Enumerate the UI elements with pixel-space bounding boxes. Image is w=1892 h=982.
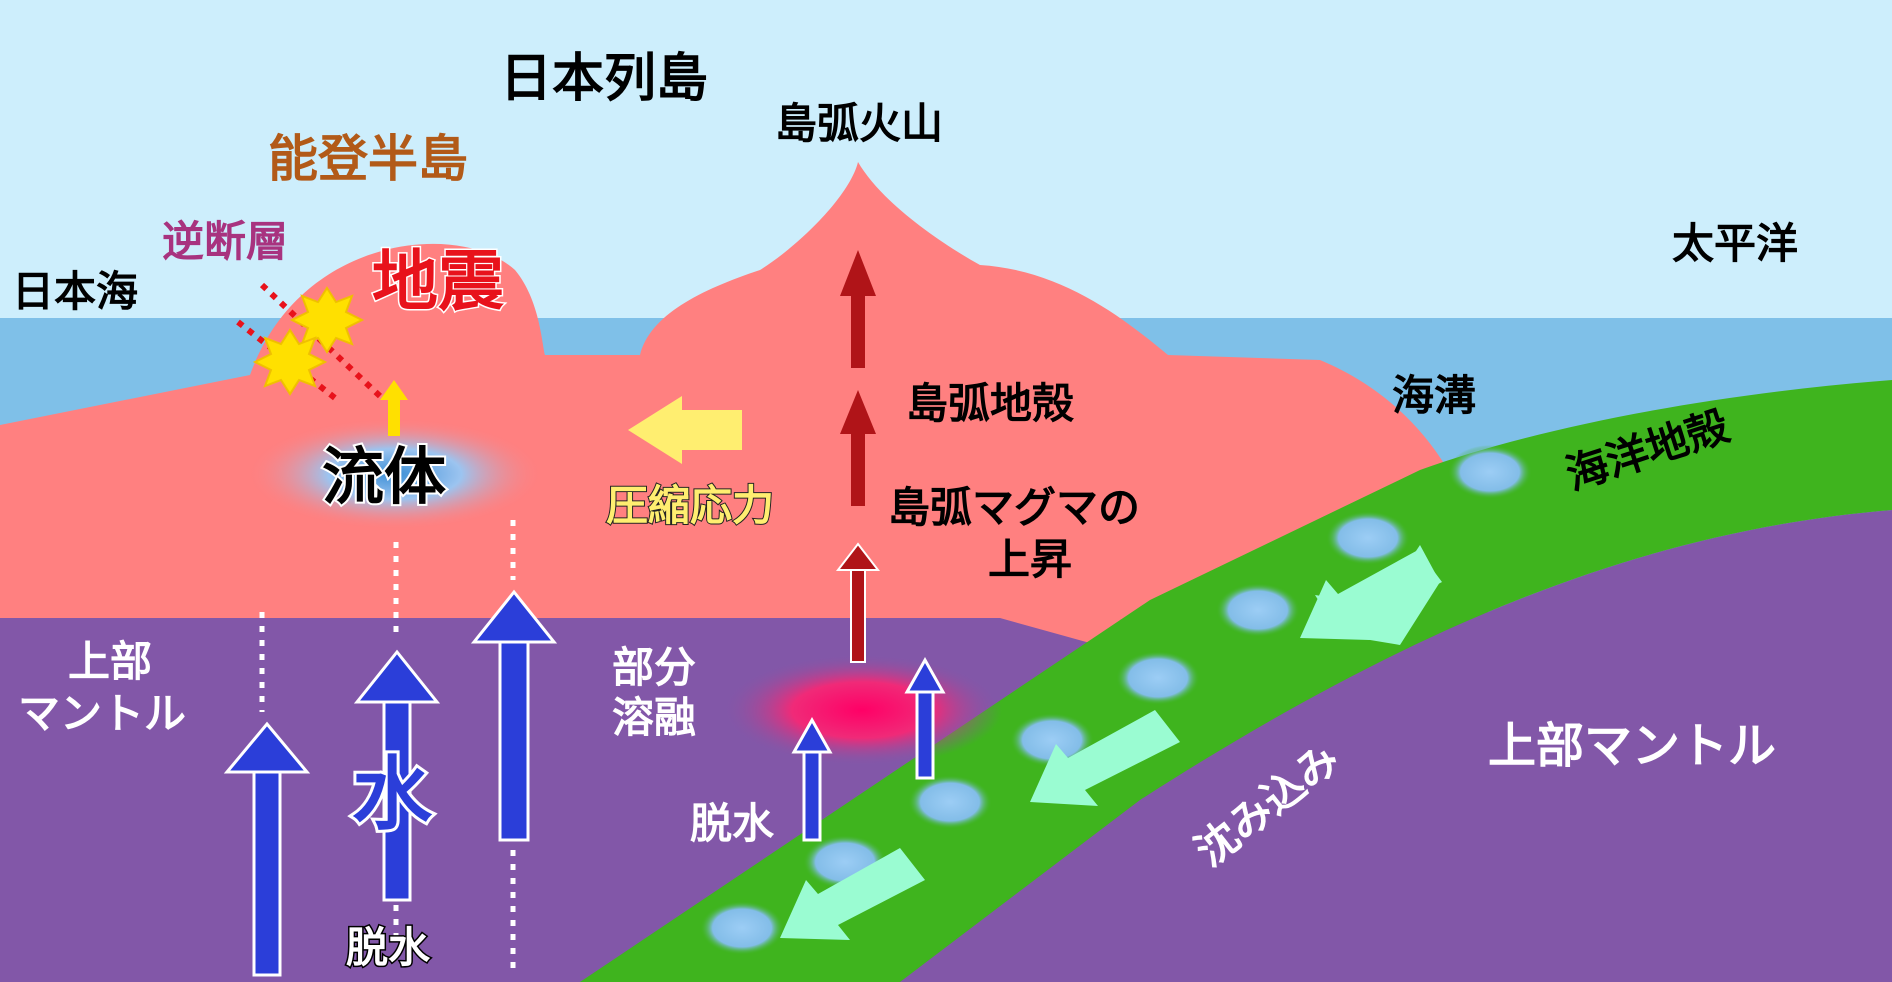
label-arc-volcano: 島弧火山 [775, 99, 943, 148]
label-trench: 海溝 [1392, 371, 1476, 420]
water-rise-arrows [223, 589, 946, 977]
partial-melt-zone [722, 654, 1002, 766]
magma-arrow [835, 542, 881, 663]
label-upper-mantle-left-line2: マントル [18, 689, 186, 738]
label-dehydration-bottom: 脱水 [346, 923, 431, 972]
label-noto-peninsula: 能登半島 [268, 130, 468, 188]
label-water: 水 [352, 748, 433, 841]
label-japan-islands: 日本列島 [500, 49, 708, 109]
slab-water-blobs [700, 445, 1532, 955]
magma-arrow [840, 390, 876, 506]
label-sea-of-japan: 日本海 [12, 267, 138, 316]
earthquake-star-icon [252, 328, 328, 396]
label-arc-magma-rise-line1: 島弧マグマの [888, 483, 1140, 532]
water-arrow [223, 721, 311, 977]
subduction-arrow [1030, 710, 1180, 806]
fluid-rise-arrow [380, 380, 408, 436]
label-partial-melting-line1: 部分 [612, 643, 696, 692]
label-arc-magma-rise-line2: 上昇 [988, 535, 1072, 584]
label-earthquake: 地震 [372, 243, 505, 320]
label-pacific-ocean: 太平洋 [1672, 219, 1798, 268]
label-reverse-fault: 逆断層 [162, 217, 288, 266]
magma-arrow [840, 250, 876, 368]
oceanic-slab [580, 380, 1892, 982]
water-arrow [791, 716, 833, 842]
subduction-arrow [1300, 550, 1442, 640]
water-pathway-dots [259, 520, 516, 975]
upper-mantle-right-region [900, 510, 1892, 982]
label-fluid: 流体 [322, 440, 446, 513]
earthquake-star-icon [289, 286, 365, 354]
magma-rise-arrows [835, 250, 881, 663]
label-compressive-stress: 圧縮応力 [606, 481, 774, 530]
subduction-arrow [780, 848, 925, 940]
label-partial-melting-line2: 溶融 [612, 693, 696, 742]
water-arrow [353, 649, 441, 902]
label-upper-mantle-left-line1: 上部 [68, 637, 152, 686]
label-arc-crust: 島弧地殻 [906, 379, 1075, 428]
label-dehydration-center: 脱水 [690, 799, 775, 848]
fluid-zone [247, 418, 543, 530]
subduction-arrows [780, 545, 1442, 940]
label-upper-mantle-right: 上部マントル [1488, 718, 1776, 774]
compressive-stress-arrow [628, 396, 742, 464]
water-arrow [470, 589, 558, 842]
water-arrow [904, 656, 946, 780]
